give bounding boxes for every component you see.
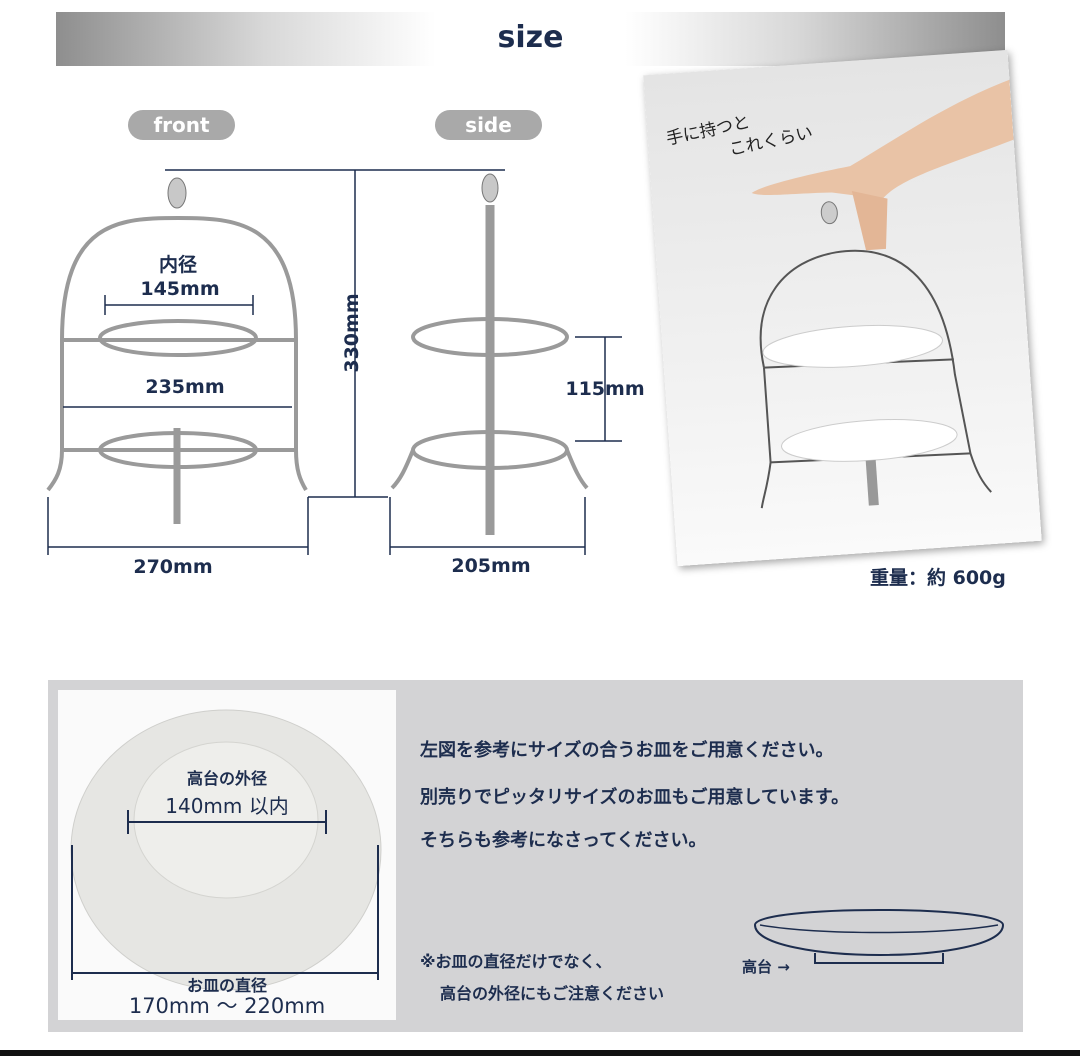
front-label: front bbox=[128, 110, 235, 140]
height-value: 330mm bbox=[341, 293, 363, 373]
dimension-lines bbox=[47, 169, 622, 555]
plate-diameter-value: 170mm 〜 220mm bbox=[128, 994, 326, 1018]
info-line-3: そちらも参考になさってください。 bbox=[420, 830, 707, 851]
hand-holding-photo: 手に持つと これくらい bbox=[643, 49, 1042, 567]
inner-diameter-value: 145mm bbox=[140, 278, 220, 300]
base-width-value: 270mm bbox=[133, 556, 213, 578]
plate-photo: 高台の外径 140mm 以内 お皿の直径 170mm 〜 220mm bbox=[58, 690, 396, 1020]
bottom-divider bbox=[0, 1050, 1080, 1056]
info-line-1: 左図を参考にサイズの合うお皿をご用意ください。 bbox=[420, 740, 834, 761]
foot-arrow-label: 高台 → bbox=[742, 958, 790, 976]
side-label: side bbox=[435, 110, 542, 140]
foot-diameter-value: 140mm 以内 bbox=[165, 794, 289, 818]
finial-icon bbox=[167, 177, 187, 209]
tier-spacing-value: 115mm bbox=[565, 378, 645, 400]
info-line-2: 別売りでピッタリサイズのお皿もご用意しています。 bbox=[420, 787, 850, 808]
plate-drawing bbox=[70, 709, 382, 991]
plate-diameter-label: お皿の直径 bbox=[186, 976, 267, 995]
inner-diameter-label: 内径 bbox=[158, 254, 197, 276]
note-line-2: 高台の外径にもご注意ください bbox=[440, 984, 665, 1003]
section-title: size bbox=[497, 20, 564, 55]
section-header: size bbox=[56, 12, 1005, 66]
depth-value: 205mm bbox=[451, 555, 531, 577]
weight-value: 重量：約 600g bbox=[870, 567, 1006, 589]
stand-diagram bbox=[46, 169, 622, 555]
side-stand-drawing bbox=[390, 205, 589, 535]
foot-diameter-label: 高台の外径 bbox=[186, 769, 267, 788]
stand-photo-drawing bbox=[751, 79, 1014, 509]
front-stand-drawing bbox=[46, 215, 308, 524]
finial-icon bbox=[481, 173, 499, 203]
note-line-1: ※お皿の直径だけでなく、 bbox=[420, 952, 612, 971]
ring-width-value: 235mm bbox=[145, 376, 225, 398]
